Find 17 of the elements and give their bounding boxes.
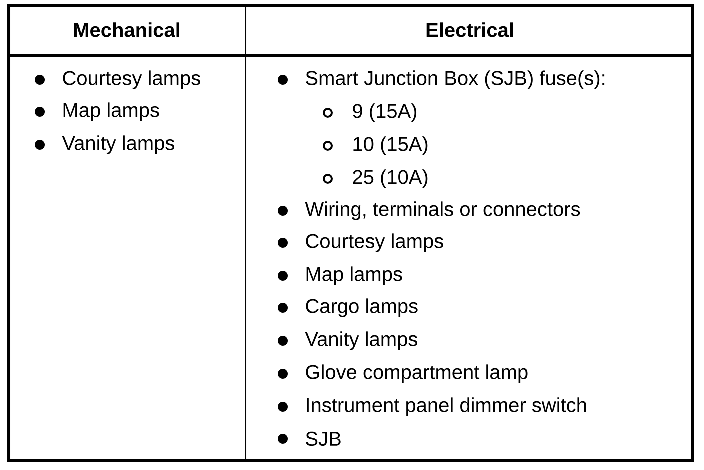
list-item: Map lamps [306,266,402,286]
list-item: Instrument panel dimmer switch [307,398,586,416]
column-header: Electrical [426,22,514,38]
list-item: Vanity lamps [305,332,418,350]
list-item: Vanity lamps [62,136,174,154]
list-item: Cargo lamps [306,298,418,318]
list-item: Courtesy lamps [63,70,200,90]
list-item: Wiring, terminals or connectors [305,202,580,220]
list-item: Courtesy lamps [306,234,444,252]
column-header: Mechanical [74,22,180,38]
list-item: Smart Junction Box (SJB) fuse(s): [306,70,605,90]
list-item: 25 (10A) [353,170,428,188]
list-item: SJB [306,432,341,446]
list-item: 10 (15A) [354,136,428,156]
list-item: Map lamps [64,102,160,122]
list-item: Glove compartment lamp [306,364,528,384]
list-item: 9 (15A) [353,104,417,122]
